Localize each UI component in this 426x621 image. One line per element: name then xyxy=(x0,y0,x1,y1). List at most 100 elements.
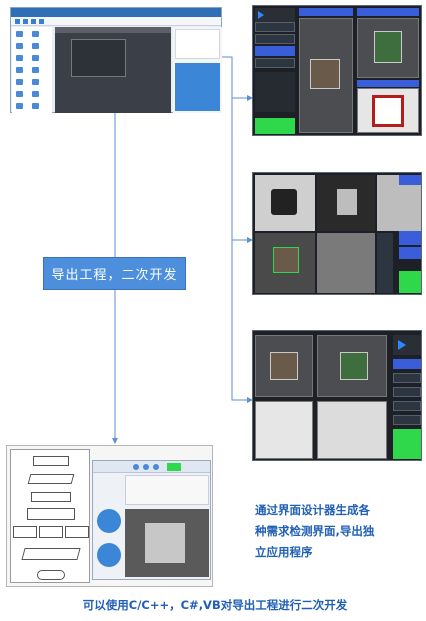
chip-image xyxy=(270,352,298,380)
binary-view xyxy=(255,401,313,459)
screen1-stats-panel xyxy=(255,72,295,112)
screen1-button xyxy=(255,58,295,68)
camera-view xyxy=(255,175,315,231)
settings-panel xyxy=(125,475,209,505)
object-tree xyxy=(175,29,220,59)
screen3-button xyxy=(393,387,421,397)
play-icon xyxy=(258,11,264,19)
component-icon xyxy=(16,31,23,37)
designer-title-bar xyxy=(11,8,221,17)
flow-node xyxy=(13,526,37,538)
flowchart xyxy=(10,449,90,583)
arrow-to-screen-1 xyxy=(222,56,253,101)
flow-node xyxy=(27,474,75,484)
toolbar-icon xyxy=(153,464,159,470)
arrow-to-screen-3 xyxy=(231,240,253,403)
toolbar-icon xyxy=(31,19,36,24)
camera-title-bar xyxy=(357,8,419,16)
component-icon xyxy=(32,43,39,49)
binary-view xyxy=(357,88,419,133)
component-icon xyxy=(16,43,23,49)
description-line: 立应用程序 xyxy=(255,545,313,559)
screen3-green-button xyxy=(393,429,421,459)
chip-image xyxy=(310,59,340,89)
chip-image xyxy=(271,189,297,215)
chip-image xyxy=(337,189,357,215)
flow-node xyxy=(27,508,75,520)
canvas-panel xyxy=(71,39,126,77)
footer-caption: 可以使用C/C++，C#,VB对导出工程进行二次开发 xyxy=(82,598,348,612)
screen2-button xyxy=(399,231,421,245)
designer-canvas xyxy=(55,27,171,113)
app-screen-2 xyxy=(252,172,422,295)
camera-view xyxy=(317,335,387,397)
designer-window xyxy=(10,7,222,113)
component-icon xyxy=(16,55,23,61)
screen3-button xyxy=(393,359,421,369)
camera-view xyxy=(125,509,209,577)
chip-image xyxy=(340,352,368,380)
result-indicator xyxy=(97,509,121,533)
secondary-dev-composite xyxy=(6,445,213,587)
part-image xyxy=(145,523,185,563)
screen3-header xyxy=(393,335,421,355)
export-project-box: 导出工程，二次开发 xyxy=(43,257,186,290)
flow-node xyxy=(39,526,63,538)
app-screen-1 xyxy=(252,5,422,136)
flow-node xyxy=(37,570,65,580)
play-icon xyxy=(398,340,406,350)
toolbar-icon xyxy=(39,19,44,24)
component-icon xyxy=(32,67,39,73)
screen3-button xyxy=(393,373,421,383)
component-icon xyxy=(32,103,39,109)
designer-component-panel xyxy=(12,27,52,113)
designer-property-panel xyxy=(173,27,222,113)
component-icon xyxy=(32,55,39,61)
component-icon xyxy=(16,67,23,73)
description-line: 通过界面设计器生成各 xyxy=(255,503,370,517)
app-toolbar xyxy=(93,461,210,473)
flow-node xyxy=(21,548,81,560)
screen3-button xyxy=(393,415,421,425)
toolbar-status xyxy=(167,463,181,471)
chip-image xyxy=(374,31,402,63)
camera-view xyxy=(317,175,375,231)
arrow-to-screen-2 xyxy=(231,98,253,243)
component-icon xyxy=(16,103,23,109)
detection-frame xyxy=(372,95,404,127)
screen1-header xyxy=(255,8,295,22)
screen1-button xyxy=(255,46,295,56)
toolbar-icon xyxy=(15,19,20,24)
binary-view xyxy=(317,401,387,459)
component-icon xyxy=(32,31,39,37)
designer-toolbar xyxy=(11,17,221,26)
app-screen-3 xyxy=(252,330,422,461)
screen2-button xyxy=(399,175,421,185)
flow-node xyxy=(31,492,71,502)
description-line: 种需求检测界面,导出独 xyxy=(255,524,375,538)
camera-view xyxy=(255,335,313,397)
description: 通过界面设计器生成各 种需求检测界面,导出独 立应用程序 xyxy=(255,500,405,563)
component-icon xyxy=(16,91,23,97)
property-grid xyxy=(175,63,220,111)
camera-view xyxy=(357,18,419,78)
screen2-button xyxy=(399,247,421,259)
camera-title-bar xyxy=(357,80,419,87)
export-project-label: 导出工程，二次开发 xyxy=(51,268,178,283)
canvas-header xyxy=(55,27,171,33)
toolbar-icon xyxy=(133,464,139,470)
result-indicator xyxy=(97,543,121,567)
component-icon xyxy=(32,79,39,85)
component-icon xyxy=(32,91,39,97)
flow-node xyxy=(33,456,69,466)
camera-view xyxy=(299,18,353,133)
screen1-button xyxy=(255,34,295,44)
chip-image xyxy=(273,247,299,273)
screen1-button xyxy=(255,22,295,32)
screen2-sidebar xyxy=(377,233,393,293)
screen2-green-button xyxy=(399,271,421,293)
screen1-green-button xyxy=(255,118,295,134)
screen3-button xyxy=(393,401,421,411)
toolbar-icon xyxy=(23,19,28,24)
